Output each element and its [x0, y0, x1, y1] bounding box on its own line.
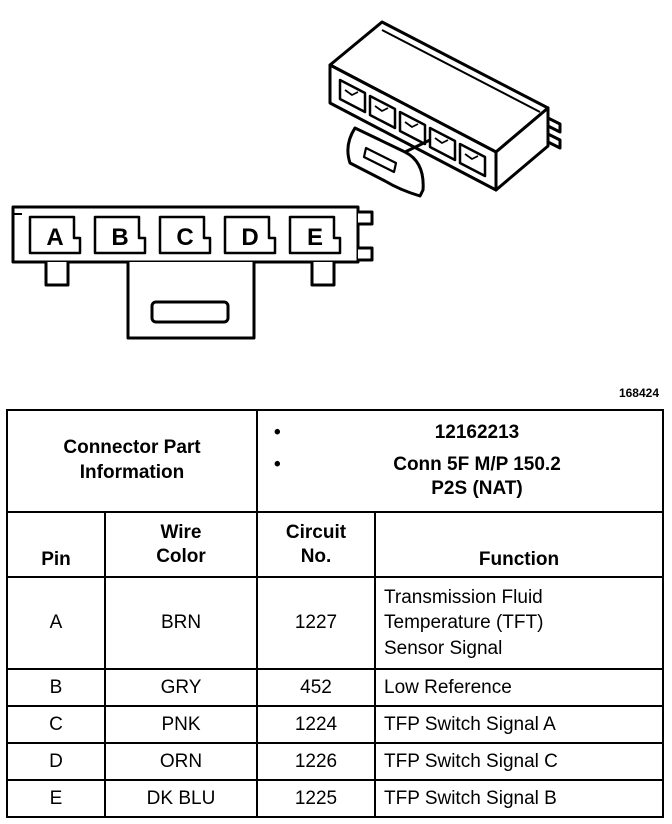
part-info-title-line2: Information [79, 462, 185, 483]
function-cell: TFP Switch Signal B [374, 779, 664, 818]
wire-color-cell: DK BLU [104, 779, 258, 818]
function-cell: TFP Switch Signal A [374, 705, 664, 744]
table-row: C PNK 1224 TFP Switch Signal A [6, 705, 664, 744]
wire-color-cell: BRN [104, 576, 258, 670]
connector-description: Conn 5F M/P 150.2 [393, 454, 561, 476]
function-cell: Transmission Fluid Temperature (TFT) Sen… [374, 576, 664, 670]
pin-cell: A [6, 576, 106, 670]
figure-id: 168424 [618, 386, 659, 400]
part-number: 12162213 [434, 422, 520, 444]
connector-description-line2: P2S (NAT) [431, 477, 523, 499]
table-row: B GRY 452 Low Reference [6, 668, 664, 707]
table-row: E DK BLU 1225 TFP Switch Signal B [6, 779, 664, 818]
part-info-title: Connector Part Information [6, 409, 258, 513]
header-function: Function [374, 511, 664, 578]
pin-cell: B [6, 668, 106, 707]
header-row: Pin Wire Color Circuit No. Function [6, 511, 664, 578]
table-row: A BRN 1227 Transmission Fluid Temperatur… [6, 576, 664, 670]
pin-cell: E [6, 779, 106, 818]
circuit-cell: 1227 [256, 576, 376, 670]
cavity-label-b: B [111, 224, 128, 251]
bullet-icon: • [274, 422, 281, 444]
wire-color-cell: GRY [104, 668, 258, 707]
header-pin: Pin [6, 511, 106, 578]
cavity-label-c: C [176, 224, 193, 251]
connector-drawing: A B C D E [11, 20, 562, 340]
part-info-item: • 12162213 [274, 421, 658, 445]
cavity-label-d: D [241, 224, 258, 251]
bullet-icon: • [274, 454, 281, 476]
circuit-cell: 1224 [256, 705, 376, 744]
connector-3d-view [328, 20, 562, 198]
pin-cell: C [6, 705, 106, 744]
circuit-cell: 1226 [256, 742, 376, 781]
table-row: D ORN 1226 TFP Switch Signal C [6, 742, 664, 781]
connector-front-view [11, 205, 374, 340]
wire-color-cell: PNK [104, 705, 258, 744]
part-info-list: • 12162213 • Conn 5F M/P 150.2 P2S (NAT) [256, 409, 664, 513]
cavity-label-e: E [307, 224, 323, 251]
part-info-row: Connector Part Information • 12162213 • … [6, 409, 664, 513]
header-circuit: Circuit No. [256, 511, 376, 578]
pin-cell: D [6, 742, 106, 781]
connector-pinout-table: Connector Part Information • 12162213 • … [6, 409, 664, 818]
circuit-cell: 1225 [256, 779, 376, 818]
part-info-item: • Conn 5F M/P 150.2 P2S (NAT) [274, 453, 658, 501]
function-cell: TFP Switch Signal C [374, 742, 664, 781]
part-info-title-line1: Connector Part [63, 437, 201, 459]
function-cell: Low Reference [374, 668, 664, 707]
circuit-cell: 452 [256, 668, 376, 707]
cavity-label-a: A [46, 224, 63, 251]
wire-color-cell: ORN [104, 742, 258, 781]
header-wire-color: Wire Color [104, 511, 258, 578]
